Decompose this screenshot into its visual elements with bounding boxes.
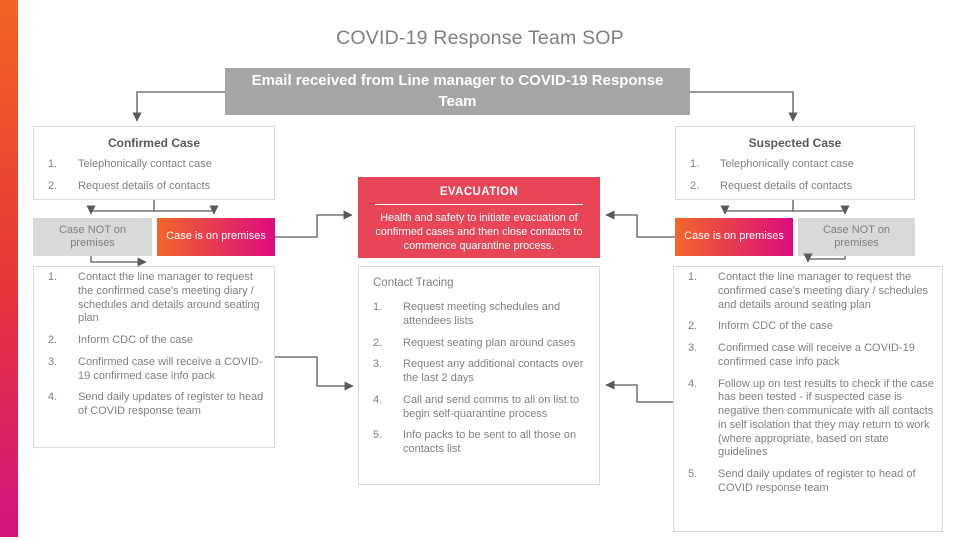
list-item-text: Confirmed case will receive a COVID-19 c… (78, 355, 263, 382)
list-item-text: Contact the line manager to request the … (718, 271, 928, 311)
left-case-not-on-premises-box: Case NOT on premises (33, 218, 152, 256)
list-item: Request seating plan around cases (367, 337, 591, 351)
list-item-text: Request details of contacts (720, 179, 853, 192)
list-item: Confirmed case will receive a COVID-19 c… (682, 342, 934, 370)
list-item-text: Telephonically contact case (720, 158, 854, 170)
suspected-actions-list: Contact the line manager to request the … (674, 267, 942, 496)
list-item-text: Send daily updates of register to head o… (78, 391, 264, 417)
list-item: Telephonically contact case (42, 158, 266, 172)
list-item: Request details of contacts (684, 180, 906, 194)
list-item-text: Follow up on test results to check if th… (718, 377, 934, 459)
suspected-case-title: Suspected Case (748, 136, 842, 150)
list-item: Send daily updates of register to head o… (682, 468, 934, 496)
page-title: COVID-19 Response Team SOP (336, 27, 624, 49)
premise-label: Case NOT on premises (58, 223, 127, 249)
list-item-text: Telephonically contact case (78, 158, 212, 170)
list-item: Confirmed case will receive a COVID-19 c… (42, 356, 266, 384)
list-item: Inform CDC of the case (682, 320, 934, 334)
list-item-text: Confirmed case will receive a COVID-19 c… (718, 342, 915, 368)
list-item-text: Request seating plan around cases (403, 336, 576, 349)
contact-tracing-list: Request meeting schedules and attendees … (359, 297, 599, 457)
confirmed-case-title: Confirmed Case (107, 136, 201, 150)
email-received-banner: Email received from Line manager to COVI… (225, 68, 690, 115)
premise-label: Case is on premises (684, 230, 784, 243)
confirmed-case-list: Telephonically contact case Request deta… (34, 154, 274, 194)
evacuation-box: EVACUATION Health and safety to initiate… (358, 177, 600, 258)
premise-label: Case is on premises (166, 230, 266, 243)
list-item-text: Request details of contacts (78, 179, 211, 192)
confirmed-actions-list: Contact the line manager to request the … (34, 267, 274, 419)
suspected-case-box: Suspected Case Telephonically contact ca… (675, 126, 915, 200)
premise-label: Case NOT on premises (822, 223, 891, 249)
list-item: Info packs to be sent to all those on co… (367, 429, 591, 457)
evacuation-body: Health and safety to initiate evacuation… (375, 212, 583, 253)
list-item-text: Info packs to be sent to all those on co… (403, 429, 577, 455)
list-item-text: Call and send comms to all on list to be… (403, 393, 580, 420)
suspected-actions-box: Contact the line manager to request the … (673, 266, 943, 532)
contact-tracing-box: Contact Tracing Request meeting schedule… (358, 266, 600, 485)
list-item: Call and send comms to all on list to be… (367, 394, 591, 422)
list-item: Follow up on test results to check if th… (682, 378, 934, 461)
list-item: Send daily updates of register to head o… (42, 391, 266, 419)
list-item-text: Contact the line manager to request the … (78, 271, 260, 325)
list-item: Contact the line manager to request the … (42, 271, 266, 326)
list-item: Contact the line manager to request the … (682, 271, 934, 312)
list-item: Inform CDC of the case (42, 334, 266, 348)
list-item-text: Request any additional contacts over the… (403, 358, 584, 384)
right-case-not-on-premises-box: Case NOT on premises (798, 218, 915, 256)
suspected-case-list: Telephonically contact case Request deta… (676, 154, 914, 194)
right-case-on-premises-box: Case is on premises (675, 218, 793, 256)
email-received-text: Email received from Line manager to COVI… (251, 72, 664, 110)
list-item: Request details of contacts (42, 180, 266, 194)
left-accent-bar (0, 0, 18, 537)
list-item-text: Send daily updates of register to head o… (718, 468, 916, 494)
evacuation-title: EVACUATION (439, 186, 519, 198)
confirmed-case-box: Confirmed Case Telephonically contact ca… (33, 126, 275, 200)
list-item: Request any additional contacts over the… (367, 358, 591, 386)
evacuation-divider (375, 204, 583, 205)
list-item: Request meeting schedules and attendees … (367, 301, 591, 329)
list-item-text: Inform CDC of the case (718, 320, 833, 333)
left-case-on-premises-box: Case is on premises (157, 218, 275, 256)
confirmed-actions-box: Contact the line manager to request the … (33, 266, 275, 448)
list-item: Telephonically contact case (684, 158, 906, 172)
list-item-text: Request meeting schedules and attendees … (403, 301, 561, 327)
list-item-text: Inform CDC of the case (78, 334, 193, 346)
contact-tracing-title: Contact Tracing (373, 277, 454, 289)
